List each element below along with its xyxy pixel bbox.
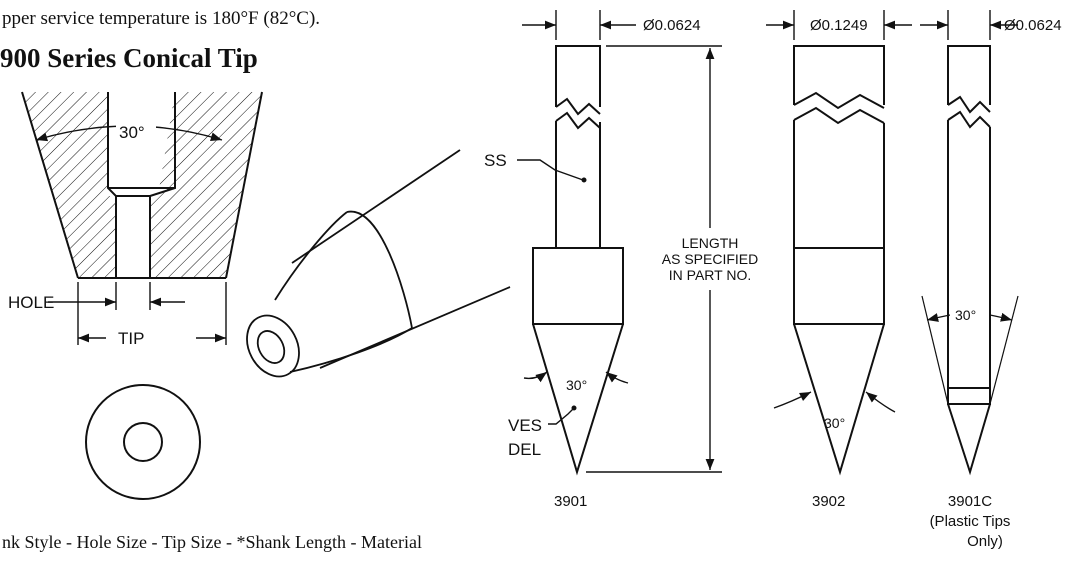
ss-leader: [517, 159, 584, 181]
tip-3901c-angle-guides: [921, 295, 1019, 405]
section-title: 900 Series Conical Tip: [0, 43, 258, 73]
length-label-line-3: IN PART NO.: [669, 267, 751, 283]
tip-3901-angle-dimension: [523, 371, 629, 384]
tip-3902-diameter-dimension: [766, 10, 912, 40]
ordering-code-text: nk Style - Hole Size - Tip Size - *Shank…: [2, 532, 422, 552]
tip-3901c-angle-dimension: [926, 312, 1013, 322]
tip-3901-diameter-label: Ø0.0624: [643, 17, 701, 34]
tip-3902-diameter-label: Ø0.1249: [810, 17, 868, 34]
tip-3902-drawing: [793, 45, 885, 476]
tip-end-view: [85, 384, 201, 500]
ves-del-leader: [548, 407, 575, 425]
length-label-line-2: AS SPECIFIED: [662, 251, 758, 267]
tip-3901c-angle-label-bg: [950, 304, 988, 324]
del-label: DEL: [508, 440, 541, 459]
tip-3901c-drawing: [947, 45, 991, 476]
conical-tip-cross-section: [21, 91, 263, 279]
tip-3901c-diameter-label: Ø0.0624: [1004, 17, 1062, 34]
tip-3901c-diameter-dimension: [920, 10, 1018, 40]
tip-3902-angle-dimension: [773, 391, 896, 413]
ves-label: VES: [508, 416, 542, 435]
tip-3901-part-number: 3901: [554, 493, 587, 510]
tip-3901-drawing: [532, 45, 624, 476]
tip-dimension-label: TIP: [118, 329, 144, 348]
cross-section-angle-dimension: 30°: [35, 120, 223, 142]
tip-3901-angle-label: 30°: [566, 377, 587, 393]
tip-3902-part-number: 3902: [812, 493, 845, 510]
tip-3901c-note-line-2: Only): [967, 533, 1003, 550]
cross-section-angle-label: 30°: [119, 123, 145, 142]
length-label-line-1: LENGTH: [682, 235, 739, 251]
service-temperature-text: pper service temperature is 180°F (82°C)…: [2, 8, 320, 29]
tip-3901c-angle-label: 30°: [955, 307, 976, 323]
length-dimension: [586, 45, 722, 473]
tip-3901c-note-line-1: (Plastic Tips: [930, 513, 1011, 530]
hole-tip-dimensions: [48, 282, 227, 345]
ss-label: SS: [484, 151, 507, 170]
tip-3901-diameter-dimension: [522, 10, 636, 40]
conical-tip-isometric-view: [246, 149, 511, 378]
tip-3902-angle-label: 30°: [824, 415, 845, 431]
tip-3901c-part-number: 3901C: [948, 493, 992, 510]
hole-dimension-label: HOLE: [8, 293, 54, 312]
